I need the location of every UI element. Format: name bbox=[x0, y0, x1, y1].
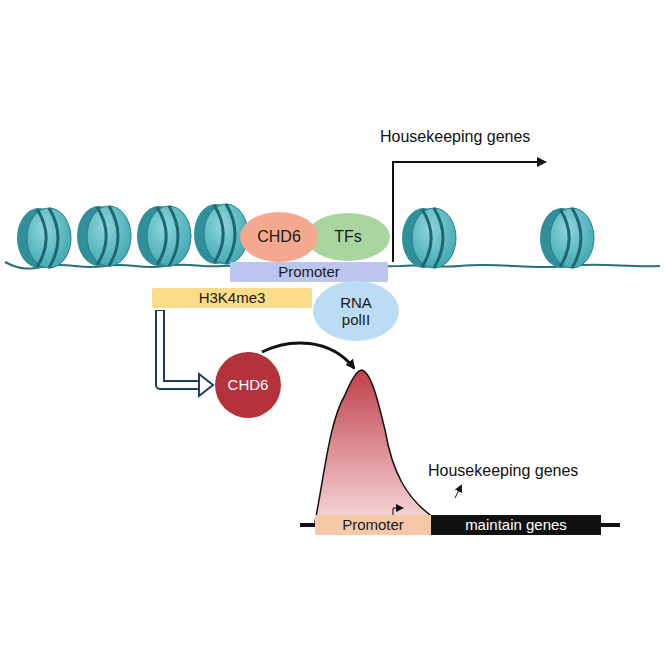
arrow-fill bbox=[160, 311, 200, 385]
nucleosome bbox=[137, 206, 191, 266]
arrow-head bbox=[199, 374, 213, 396]
protein-oval: TFs bbox=[306, 213, 390, 261]
nucleosome bbox=[402, 208, 456, 268]
arrow-outline bbox=[160, 310, 199, 385]
leader-arrow bbox=[455, 486, 461, 498]
node-text: RNA polII bbox=[330, 294, 382, 329]
protein-circle: CHD6 bbox=[215, 352, 281, 418]
promoter-bar: Promoter bbox=[230, 262, 388, 282]
node-text: CHD6 bbox=[228, 376, 269, 393]
promoter-box: Promoter bbox=[315, 515, 431, 535]
node-text: maintain genes bbox=[465, 516, 567, 533]
nucleosome bbox=[77, 206, 131, 266]
node-text: TFs bbox=[334, 228, 362, 246]
chip-peak bbox=[315, 370, 440, 522]
histone-mark-bar: H3K4me3 bbox=[152, 288, 312, 308]
node-text: CHD6 bbox=[257, 228, 301, 246]
gene-label: Housekeeping genes bbox=[380, 128, 530, 146]
binding-arrow bbox=[262, 343, 354, 368]
gene-box: maintain genes bbox=[431, 515, 601, 535]
hollow-arrow bbox=[160, 310, 213, 396]
node-text: H3K4me3 bbox=[199, 289, 266, 306]
node-text: Promoter bbox=[278, 263, 340, 280]
protein-oval: CHD6 bbox=[240, 212, 318, 262]
gene-label: Housekeeping genes bbox=[428, 462, 578, 480]
tss-arrow bbox=[393, 162, 545, 262]
node-text: Promoter bbox=[342, 516, 404, 533]
protein-oval: RNA polII bbox=[313, 281, 399, 341]
nucleosome bbox=[540, 208, 594, 268]
nucleosome bbox=[17, 208, 71, 268]
